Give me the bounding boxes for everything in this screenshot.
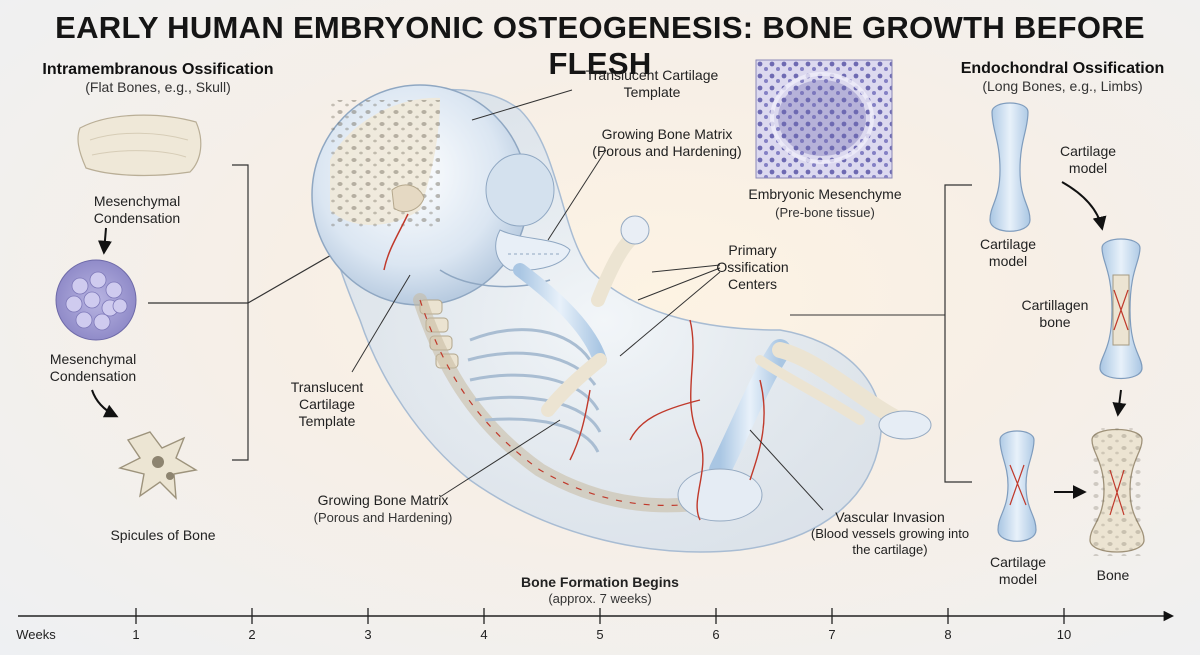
arrow-to-bone xyxy=(1112,389,1127,417)
cartilage-template-label-left: Translucent Cartilage Template xyxy=(290,379,364,429)
bone-matrix-label-bottom-sub: (Porous and Hardening) xyxy=(313,510,453,525)
timeline-unit: Weeks xyxy=(16,627,56,642)
cartilage-model-a xyxy=(989,102,1031,232)
bone-matrix-label-bottom: Growing Bone Matrix xyxy=(317,492,449,508)
primary-ossification-centers-label: Primary Ossification Centers xyxy=(716,242,789,292)
cartilage-model-label-b: Cartilage model xyxy=(989,554,1047,587)
right-bracket xyxy=(944,184,972,483)
cartilage-template-label-top: Translucent Cartilage Template xyxy=(585,67,719,100)
endochondral-subheading: (Long Bones, e.g., Limbs) xyxy=(982,78,1143,94)
intramembranous-subheading: (Flat Bones, e.g., Skull) xyxy=(85,79,231,95)
timeline-tick-label: 8 xyxy=(944,627,952,642)
timeline-tick-label: 6 xyxy=(712,627,720,642)
mesenchyme-micrograph xyxy=(755,59,893,179)
cartillagen-bone xyxy=(1099,238,1143,379)
timeline-tick-label: 3 xyxy=(364,627,372,642)
flat-bone-plate xyxy=(77,114,202,177)
diagram-title: EARLY HUMAN EMBRYONIC OSTEOGENESIS: BONE… xyxy=(55,10,1145,81)
mature-bone xyxy=(1089,428,1145,556)
embryo-illustration xyxy=(311,84,932,553)
leader-lines xyxy=(351,89,945,511)
cartilage-model-b xyxy=(997,430,1037,542)
timeline-tick-label: 7 xyxy=(828,627,836,642)
embryonic-mesenchyme-label: Embryonic Mesenchyme xyxy=(748,186,902,202)
timeline-subtitle: (approx. 7 weeks) xyxy=(548,591,652,606)
arrow-step-2 xyxy=(91,389,119,418)
embryonic-mesenchyme-sub: (Pre-bone tissue) xyxy=(775,205,875,220)
timeline-tick-label: 4 xyxy=(480,627,488,642)
cartillagen-bone-label: Cartillagen bone xyxy=(1021,297,1089,330)
arrow-model xyxy=(1061,181,1107,231)
vascular-invasion-sub: (Blood vessels growing into the cartilag… xyxy=(810,526,970,557)
endochondral-heading: Endochondral Ossification xyxy=(960,60,1165,77)
arrow-step-1 xyxy=(97,227,112,255)
timeline-tick-label: 10 xyxy=(1056,627,1072,642)
cartilage-model-label-a: Cartilage model xyxy=(979,236,1037,269)
mesenchymal-condensation-label-1: Mesenchymal Condensation xyxy=(93,193,181,226)
timeline-axis xyxy=(18,608,1175,624)
timeline-tick-label: 1 xyxy=(132,627,140,642)
bone-matrix-label-top: Growing Bone Matrix (Porous and Hardenin… xyxy=(592,126,742,159)
bone-spicules xyxy=(117,431,198,500)
spicules-of-bone-label: Spicules of Bone xyxy=(110,527,216,543)
timeline-tick-label: 2 xyxy=(248,627,256,642)
vascular-invasion-label: Vascular Invasion xyxy=(835,509,945,525)
mesenchymal-condensation-label-2: Mesenchymal Condensation xyxy=(49,351,137,384)
cartilage-model-label-arrow: Cartilage model xyxy=(1059,143,1117,176)
mesenchymal-cluster xyxy=(55,259,137,341)
timeline-title: Bone Formation Begins xyxy=(521,574,679,590)
intramembranous-heading: Intramembranous Ossification xyxy=(42,61,274,78)
bone-label: Bone xyxy=(1096,567,1130,583)
timeline-tick-label: 5 xyxy=(596,627,604,642)
